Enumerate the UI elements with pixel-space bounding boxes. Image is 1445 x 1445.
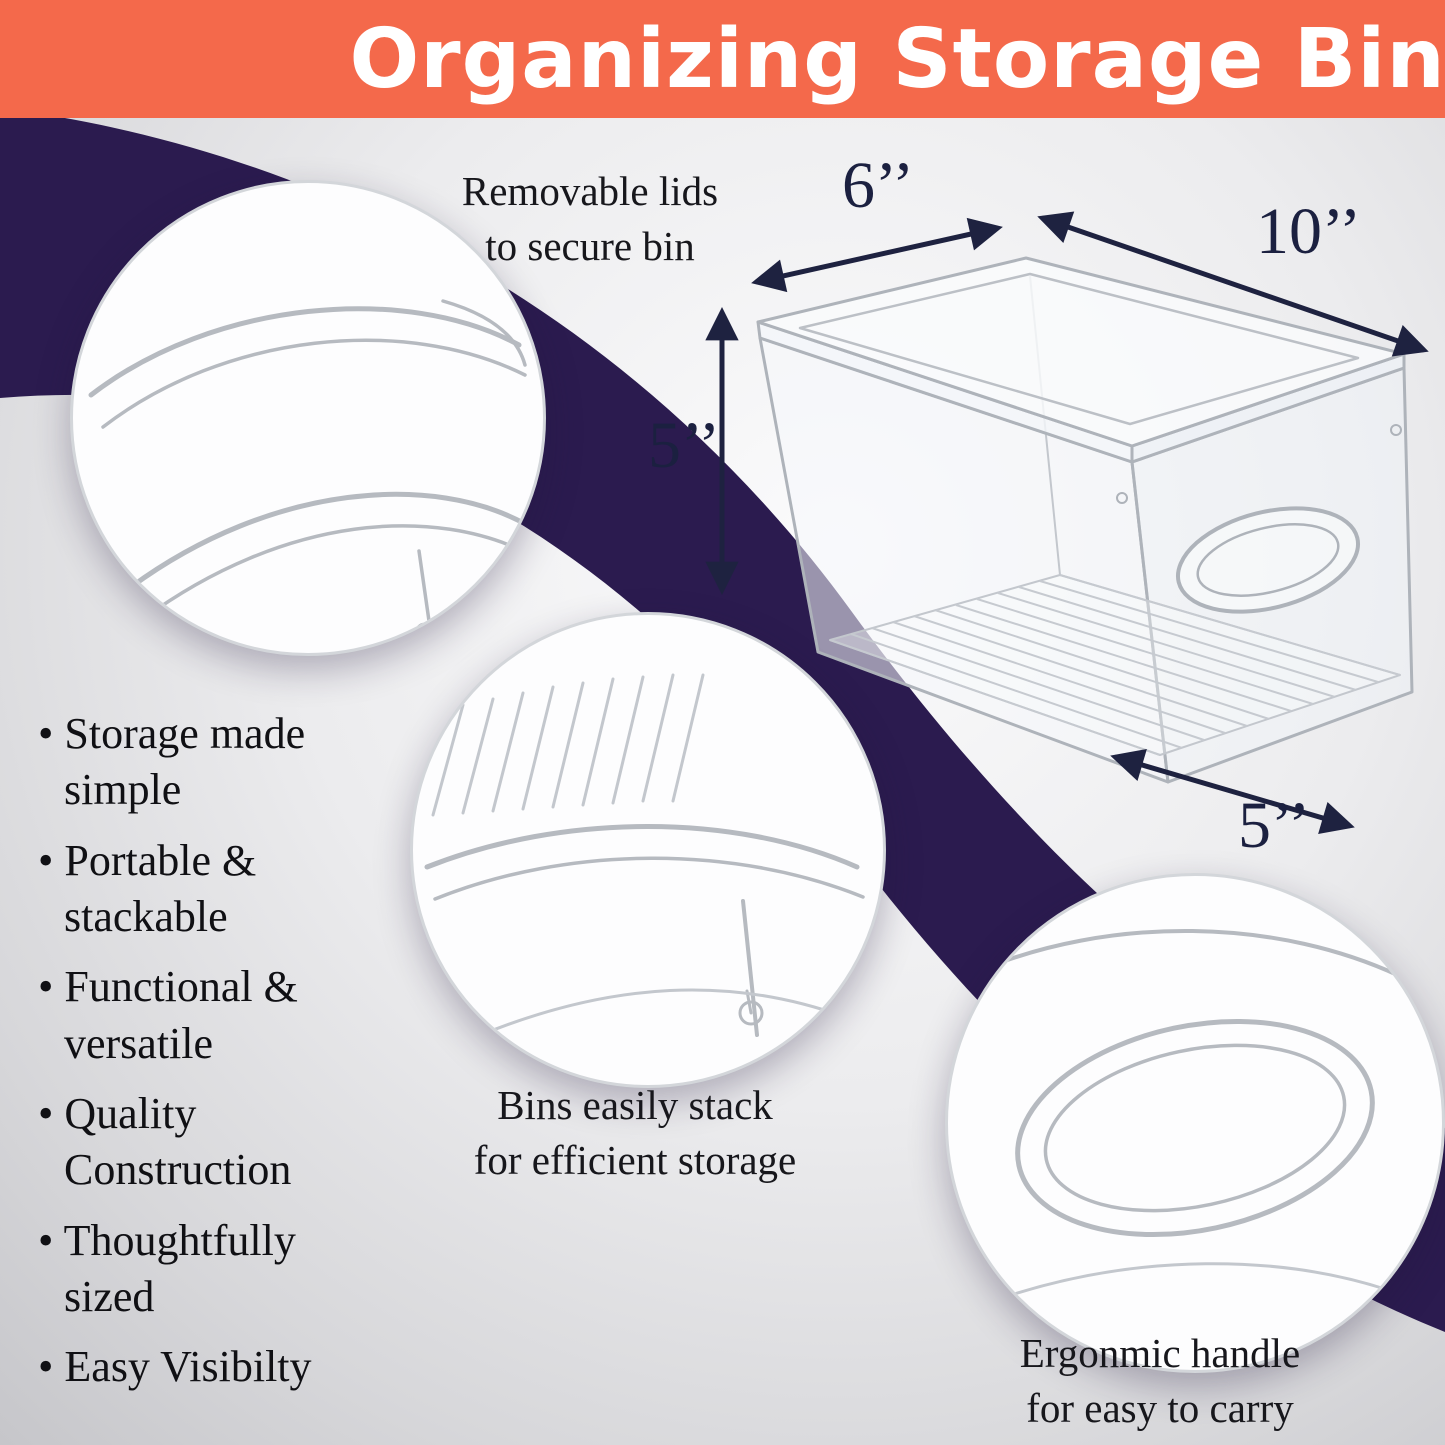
caption-line: for efficient storage xyxy=(473,1137,797,1184)
lid-detail-sketch xyxy=(88,299,533,644)
page-title: Organizing Storage Bins xyxy=(349,11,1445,107)
dimension-label-width: 6’’ xyxy=(842,149,915,222)
stack-detail-sketch xyxy=(424,673,865,1041)
dimension-label-base: 5’’ xyxy=(1238,789,1311,862)
feature-item: Functional & versatile xyxy=(26,959,371,1072)
feature-item: Thoughtfully sized xyxy=(26,1213,371,1326)
callout-circle-lid xyxy=(70,180,546,656)
caption-handle: Ergonmic handle for easy to carry xyxy=(900,1326,1420,1437)
callout-circle-handle xyxy=(945,873,1445,1373)
caption-line: Bins easily stack xyxy=(497,1082,773,1128)
dimension-label-depth: 10’’ xyxy=(1256,195,1362,268)
dimension-label-height: 5’’ xyxy=(648,409,721,482)
callout-circle-stack xyxy=(410,612,886,1088)
feature-item: Portable & stackable xyxy=(26,833,371,946)
feature-item: Storage made simple xyxy=(26,706,371,819)
title-banner: Organizing Storage Bins xyxy=(0,0,1445,118)
handle-detail-sketch xyxy=(974,929,1410,1298)
feature-item: Easy Visibilty xyxy=(26,1339,371,1395)
feature-item: Quality Construction xyxy=(26,1086,371,1199)
caption-line: to secure bin xyxy=(485,223,695,270)
caption-removable-lids: Removable lids to secure bin xyxy=(420,164,760,275)
caption-stacking: Bins easily stack for efficient storage xyxy=(385,1078,885,1189)
caption-line: Removable lids xyxy=(461,168,719,214)
feature-list: Storage made simple Portable & stackable… xyxy=(26,706,371,1409)
caption-line: for easy to carry xyxy=(1026,1385,1294,1432)
caption-line: Ergonmic handle xyxy=(1019,1330,1301,1376)
